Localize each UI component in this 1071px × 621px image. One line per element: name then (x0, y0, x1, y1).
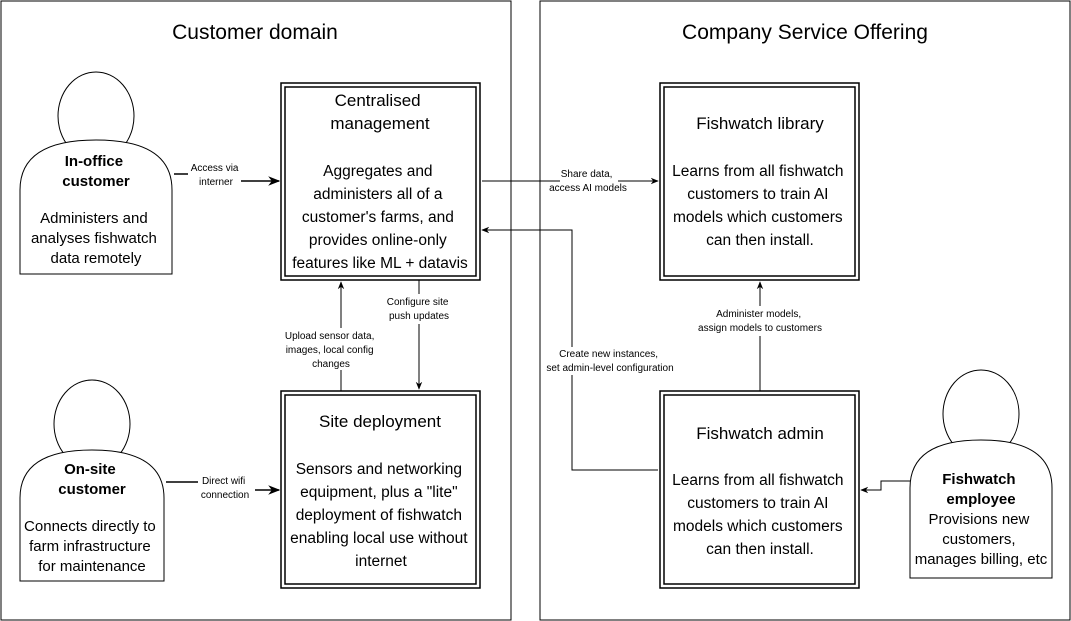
edge-label: Direct wifi connection (201, 476, 249, 501)
box-title: Fishwatch library (696, 114, 824, 133)
edge-label: Create new instances, set admin-level co… (546, 349, 673, 374)
box-title: Site deployment (319, 412, 441, 431)
actor-body (19, 139, 173, 275)
edge-label: Upload sensor data, images, local config… (285, 331, 377, 370)
access-edge: Access via interner (174, 163, 281, 188)
actor-name: Fishwatch employee (942, 471, 1020, 508)
administer-edge: Administer models, assign models to cust… (698, 281, 822, 391)
create-edge: Create new instances, set admin-level co… (481, 226, 674, 471)
actor-description: Administers and analyses fishwatch data … (31, 210, 161, 267)
fishwatch-employee-actor: Fishwatch employee Provisions new custom… (909, 369, 1053, 579)
on-site-customer-actor: On-site customer Connects directly to fa… (19, 379, 165, 582)
actor-description: Connects directly to farm infrastructure… (24, 518, 160, 575)
edge-label: Share data, access AI models (549, 169, 627, 194)
customer-domain-region (0, 0, 512, 621)
box-title: Fishwatch admin (696, 424, 824, 443)
edge-arrow (481, 226, 573, 347)
customer-domain-title: Customer domain (172, 21, 338, 44)
wifi-edge: Direct wifi connection (166, 476, 281, 501)
share-edge: Share data, access AI models (482, 169, 659, 194)
edge-label: Administer models, assign models to cust… (698, 309, 822, 334)
edge-label: Access via interner (191, 163, 242, 188)
company-offering-title: Company Service Offering (682, 21, 928, 44)
upload-edge: Upload sensor data, images, local config… (285, 281, 377, 391)
company-offering-region (539, 0, 1071, 621)
box-body: Learns from all fishwatch customers to t… (672, 163, 848, 249)
fishwatch-admin-box: Fishwatch admin Learns from all fishwatc… (659, 390, 860, 589)
site-deployment-box: Site deployment Sensors and networking e… (280, 390, 481, 589)
box-title: Centralised management (330, 91, 430, 133)
fishwatch-library-box: Fishwatch library Learns from all fishwa… (659, 82, 860, 281)
box-body: Sensors and networking equipment, plus a… (290, 461, 472, 570)
employee-admin-edge (860, 480, 910, 494)
actor-body (19, 449, 165, 582)
actor-body (909, 439, 1053, 579)
box-body: Aggregates and administers all of a cust… (292, 163, 468, 272)
configure-edge: Configure site push updates (387, 280, 451, 390)
edge-label: Configure site push updates (387, 297, 451, 322)
actor-name: On-site customer (58, 461, 126, 498)
centralised-management-box: Centralised management Aggregates and ad… (280, 82, 481, 281)
box-body: Learns from all fishwatch customers to t… (672, 472, 848, 558)
in-office-customer-actor: In-office customer Administers and analy… (19, 71, 173, 275)
actor-description: Provisions new customers, manages billin… (915, 511, 1048, 568)
edge-arrow (860, 480, 910, 494)
actor-name: In-office customer (62, 153, 130, 190)
